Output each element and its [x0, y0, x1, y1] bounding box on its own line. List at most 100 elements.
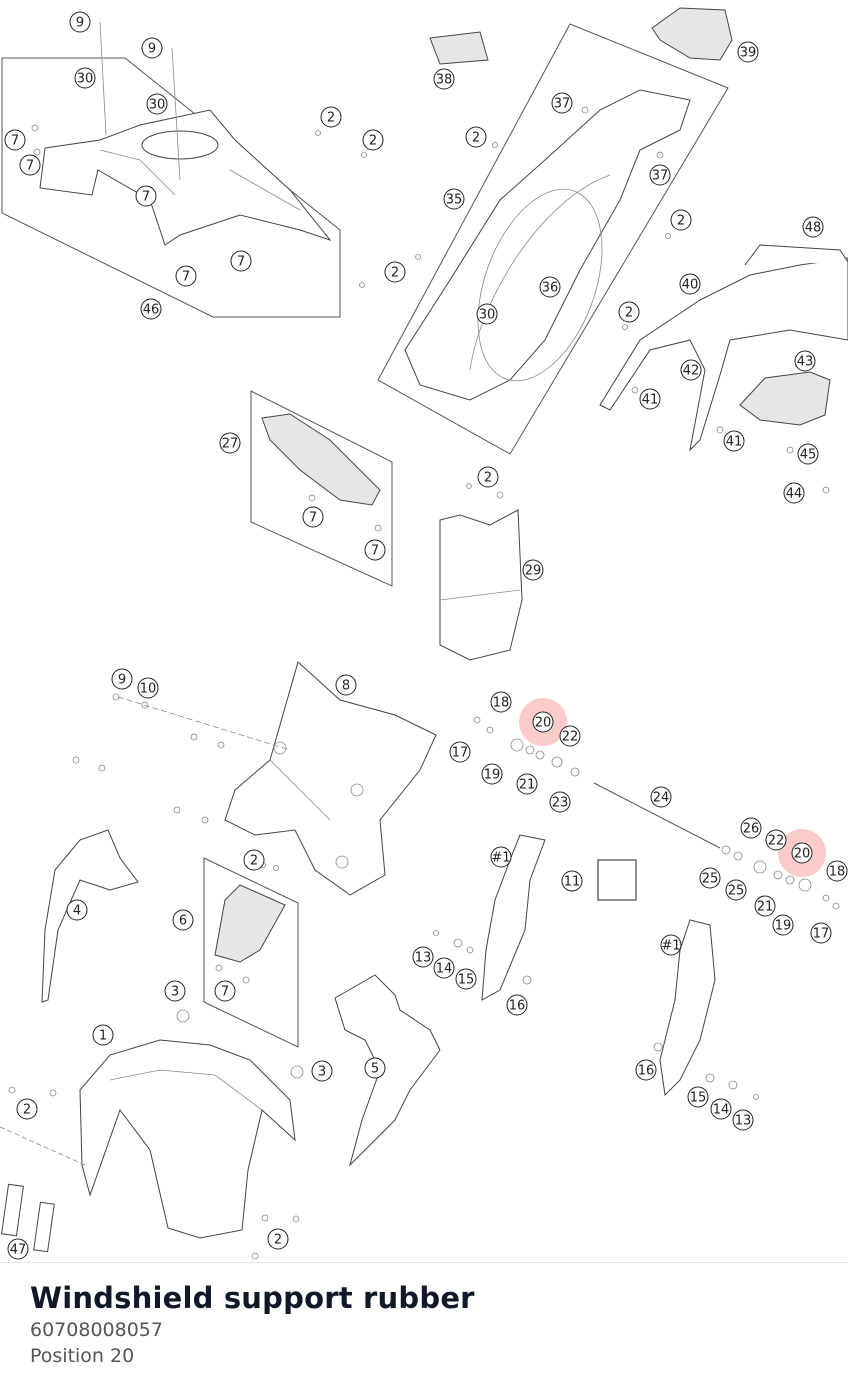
callout-30: 30 — [476, 303, 498, 325]
callout-37: 37 — [551, 92, 573, 114]
callout-18: 18 — [490, 691, 512, 713]
callout-7: 7 — [230, 250, 252, 272]
callout-16: 16 — [635, 1059, 657, 1081]
callout-label: 16 — [638, 1064, 655, 1079]
callout-label: 19 — [775, 919, 792, 934]
callout-label: 16 — [509, 999, 526, 1014]
callout-41: 41 — [723, 430, 745, 452]
callout-36: 36 — [539, 276, 561, 298]
callout-label: 15 — [690, 1091, 707, 1106]
callout-label: 11 — [564, 875, 581, 890]
callout-9: 9 — [111, 668, 133, 690]
callout-label: 15 — [458, 973, 475, 988]
rear-fender-part — [599, 244, 848, 452]
callout-label: 2 — [250, 854, 258, 869]
callout-9: 9 — [69, 11, 91, 33]
callout-label: 29 — [525, 564, 542, 579]
group-panel-35 — [377, 23, 729, 455]
callout-label: 7 — [237, 255, 245, 270]
hardware-bits — [8, 106, 840, 1260]
callout-label: 10 — [140, 682, 157, 697]
callout-1: 1 — [92, 1024, 114, 1046]
callout-label: 18 — [829, 865, 846, 880]
part-info-panel: Windshield support rubber 60708008057 Po… — [0, 1262, 848, 1391]
callout-label: 38 — [436, 73, 453, 88]
side-fairing-4-part — [41, 829, 139, 1003]
callout-2: 2 — [320, 106, 342, 128]
callout-3: 3 — [164, 980, 186, 1002]
callout-10: 10 — [137, 677, 159, 699]
callout-label: 17 — [813, 927, 830, 942]
callout-39: 39 — [737, 41, 759, 63]
callout-13: 13 — [732, 1109, 754, 1131]
callout-4: 4 — [66, 899, 88, 921]
callout-label: #1 — [491, 851, 510, 866]
callout-2: 2 — [477, 466, 499, 488]
callout-27: 27 — [219, 432, 241, 454]
callout-14: 14 — [433, 957, 455, 979]
tank-cover-part — [39, 109, 332, 246]
side-fairing-5-part — [334, 974, 441, 1167]
callout-label: 40 — [682, 278, 699, 293]
callout-ref-1: #1 — [660, 934, 682, 956]
callout-label: 42 — [683, 364, 700, 379]
callout-label: 25 — [728, 884, 745, 899]
callout-26: 26 — [740, 817, 762, 839]
headlight-bracket-left-part — [481, 834, 546, 1001]
callout-2: 2 — [267, 1228, 289, 1250]
callout-label: 2 — [327, 111, 335, 126]
callout-label: 30 — [77, 72, 94, 87]
callout-label: 7 — [11, 134, 19, 149]
callout-label: 2 — [391, 266, 399, 281]
callout-label: 19 — [484, 768, 501, 783]
callout-2: 2 — [465, 126, 487, 148]
callout-label: 13 — [415, 951, 432, 966]
callout-label: 22 — [562, 730, 579, 745]
windshield-rod-part — [593, 782, 721, 849]
callout-2: 2 — [16, 1098, 38, 1120]
callout-7: 7 — [4, 129, 26, 151]
callout-label: 5 — [371, 1062, 379, 1077]
callout-label: 35 — [446, 193, 463, 208]
callout-label: 44 — [786, 487, 803, 502]
callout-9: 9 — [141, 37, 163, 59]
callout-label: 2 — [472, 131, 480, 146]
callout-label: 17 — [452, 746, 469, 761]
callout-38: 38 — [433, 68, 455, 90]
callout-7: 7 — [19, 154, 41, 176]
callout-22: 22 — [765, 829, 787, 851]
callout-21: 21 — [516, 773, 538, 795]
callout-35: 35 — [443, 188, 465, 210]
callout-2: 2 — [362, 129, 384, 151]
callout-29: 29 — [522, 559, 544, 581]
callout-label: 7 — [221, 985, 229, 1000]
callout-label: 7 — [309, 511, 317, 526]
callout-25: 25 — [699, 867, 721, 889]
callout-3: 3 — [311, 1060, 333, 1082]
callout-label: 6 — [179, 914, 187, 929]
headlight-bracket-right-part — [659, 919, 716, 1097]
callout-2: 2 — [384, 261, 406, 283]
callout-label: 48 — [805, 221, 822, 236]
callout-2: 2 — [243, 849, 265, 871]
group-panel-6 — [203, 857, 299, 1048]
callout-label: 2 — [484, 471, 492, 486]
callout-22: 22 — [559, 725, 581, 747]
callout-label: 46 — [143, 303, 160, 318]
callout-48: 48 — [802, 216, 824, 238]
callout-5: 5 — [364, 1057, 386, 1079]
callout-25: 25 — [725, 879, 747, 901]
callout-44: 44 — [783, 482, 805, 504]
callout-label: 7 — [142, 190, 150, 205]
trim-strip-b — [33, 1201, 55, 1253]
callout-30: 30 — [74, 67, 96, 89]
callout-7: 7 — [302, 506, 324, 528]
callout-label: 24 — [653, 791, 670, 806]
callout-label: 30 — [149, 98, 166, 113]
callout-label: 43 — [797, 355, 814, 370]
callout-2: 2 — [670, 209, 692, 231]
callout-label: 4 — [73, 904, 81, 919]
callout-13: 13 — [412, 946, 434, 968]
callout-40: 40 — [679, 273, 701, 295]
reference-box-1 — [597, 859, 637, 901]
